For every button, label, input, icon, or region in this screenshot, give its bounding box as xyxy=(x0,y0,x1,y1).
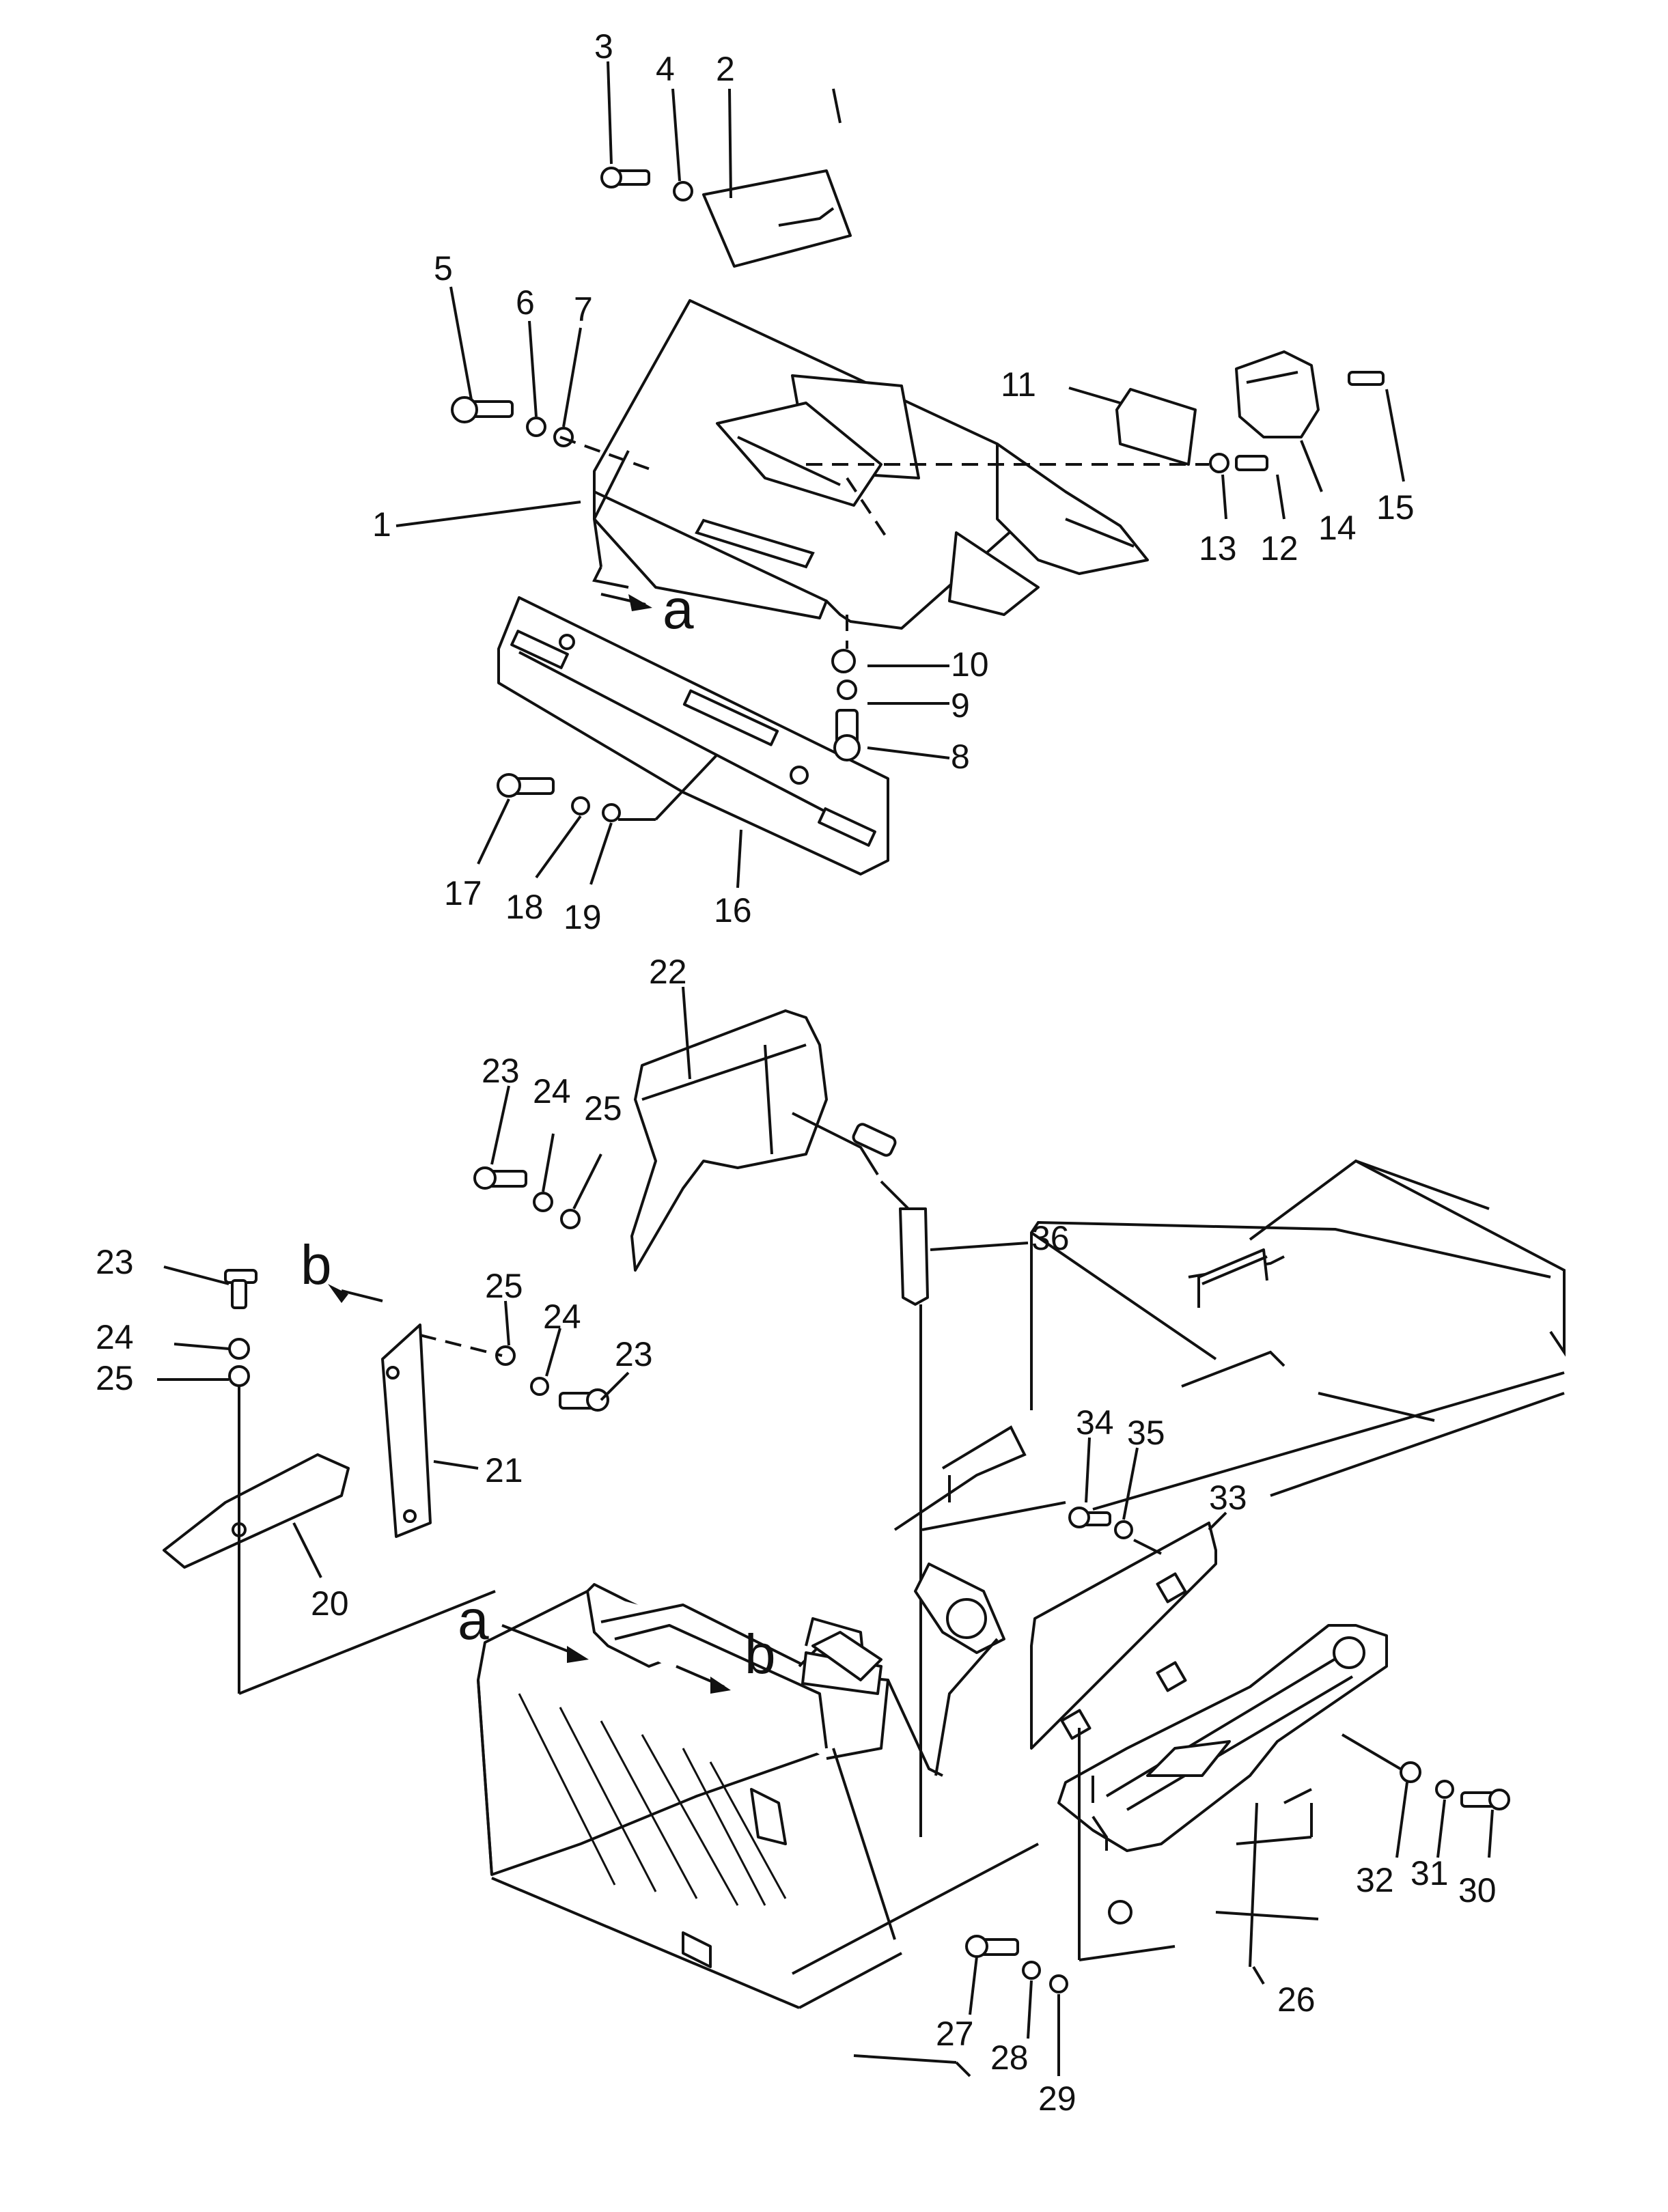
view-reference-labels: a b a b xyxy=(301,578,776,1685)
callout-22: 22 xyxy=(649,953,687,991)
view-ref-b-mid: b xyxy=(301,1234,332,1296)
callout-17: 17 xyxy=(444,874,482,912)
view-ref-a-upper: a xyxy=(663,578,694,641)
machine-frame xyxy=(477,1159,1566,2009)
callout-27: 27 xyxy=(936,2015,974,2053)
callout-15: 15 xyxy=(1376,488,1415,527)
upper-fasteners xyxy=(451,167,1385,822)
callout-29: 29 xyxy=(1038,2080,1076,2118)
dashboard-panel-assembly xyxy=(497,169,1320,876)
callout-36: 36 xyxy=(1031,1219,1070,1257)
callout-18: 18 xyxy=(505,888,544,926)
callout-26: 26 xyxy=(1277,1980,1316,2019)
callout-30: 30 xyxy=(1458,1871,1497,1909)
lower-leaders xyxy=(501,1437,1494,2077)
view-ref-b-lower: b xyxy=(745,1623,776,1685)
callout-7: 7 xyxy=(574,290,593,328)
callout-8: 8 xyxy=(951,738,970,776)
callout-16: 16 xyxy=(714,891,752,929)
callout-11: 11 xyxy=(1001,365,1036,404)
callout-5: 5 xyxy=(434,249,453,288)
callout-33: 33 xyxy=(1209,1479,1247,1517)
view-ref-a-lower: a xyxy=(458,1589,489,1651)
mid-bracket-assembly xyxy=(157,986,1029,1837)
callout-23: 23 xyxy=(482,1052,520,1090)
callout-4: 4 xyxy=(656,50,675,88)
lower-fasteners xyxy=(965,1507,1510,1993)
callout-3: 3 xyxy=(594,27,613,66)
callout-13: 13 xyxy=(1199,529,1237,568)
callout-1: 1 xyxy=(372,505,391,544)
upper-leaders xyxy=(395,61,1405,888)
callout-21: 21 xyxy=(485,1451,523,1489)
callout-24: 24 xyxy=(533,1072,571,1110)
callout-23: 23 xyxy=(96,1243,134,1281)
callout-25: 25 xyxy=(485,1267,523,1305)
callout-10: 10 xyxy=(951,645,989,684)
callout-35: 35 xyxy=(1127,1414,1165,1452)
callout-14: 14 xyxy=(1318,509,1357,547)
callout-25: 25 xyxy=(96,1359,134,1397)
callout-9: 9 xyxy=(951,686,970,725)
callout-32: 32 xyxy=(1356,1861,1394,1899)
callout-19: 19 xyxy=(564,898,602,936)
callout-20: 20 xyxy=(311,1584,349,1623)
callout-28: 28 xyxy=(990,2039,1029,2077)
callout-labels: 3 4 2 5 6 7 1 11 13 12 14 15 10 9 8 16 1… xyxy=(96,27,1497,2118)
callout-2: 2 xyxy=(716,50,735,88)
callout-34: 34 xyxy=(1076,1403,1114,1442)
callout-25: 25 xyxy=(584,1089,622,1128)
callout-12: 12 xyxy=(1260,529,1298,568)
callout-31: 31 xyxy=(1410,1854,1449,1892)
callout-6: 6 xyxy=(516,283,535,322)
callout-23: 23 xyxy=(615,1335,653,1373)
callout-24: 24 xyxy=(96,1318,134,1356)
callout-24: 24 xyxy=(543,1298,581,1336)
